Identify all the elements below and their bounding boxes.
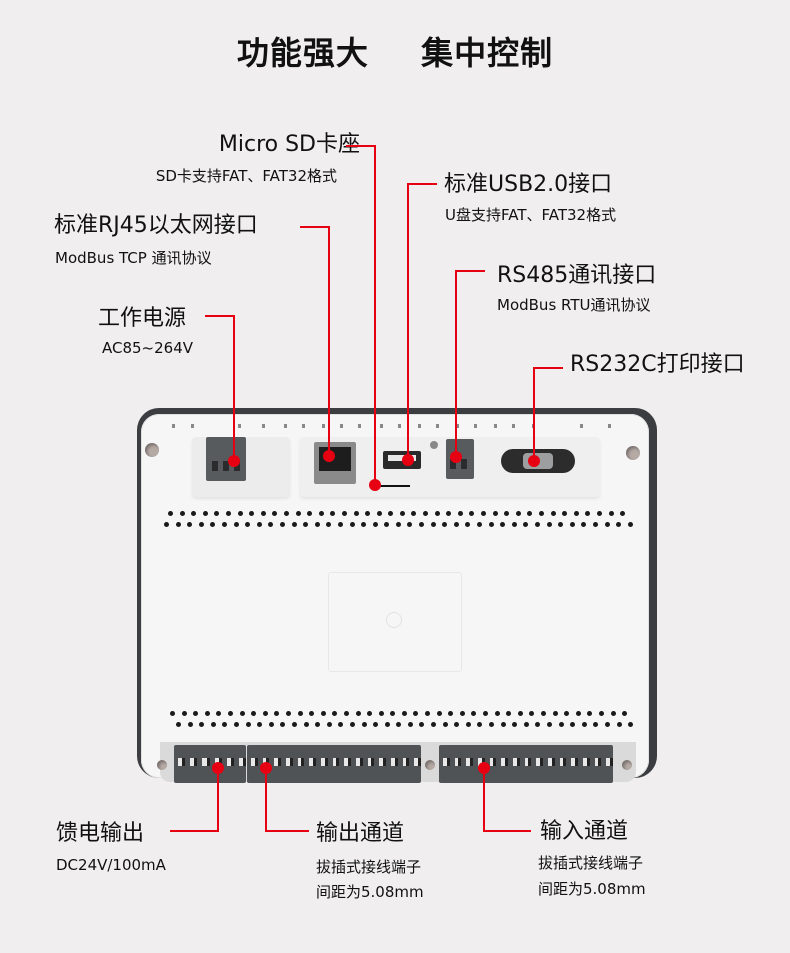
usb-desc: U盘支持FAT、FAT32格式 bbox=[445, 206, 617, 224]
leader-feed-h bbox=[170, 830, 219, 832]
leader-input-h bbox=[483, 830, 531, 832]
micro-sd-slot[interactable] bbox=[372, 485, 410, 487]
rj45-port[interactable] bbox=[314, 442, 356, 484]
screw-icon bbox=[430, 441, 438, 449]
leader-rj45-h bbox=[300, 226, 330, 228]
input-channel-desc2: 间距为5.08mm bbox=[538, 880, 646, 898]
leader-rs485-h bbox=[455, 270, 485, 272]
leader-output-v bbox=[265, 768, 267, 832]
dot-rs485 bbox=[450, 451, 462, 463]
vent-row-3 bbox=[170, 711, 628, 716]
dot-rj45 bbox=[323, 450, 335, 462]
leader-rs485-v bbox=[455, 270, 457, 456]
rs232-title: RS232C打印接口 bbox=[570, 352, 745, 377]
input-channel-terminal bbox=[439, 745, 614, 783]
page-title: 功能强大 集中控制 bbox=[0, 28, 790, 74]
micro-sd-title: Micro SD卡座 bbox=[218, 132, 360, 157]
feed-output-terminal bbox=[174, 745, 247, 783]
power-terminal bbox=[206, 437, 246, 481]
leader-output-h bbox=[265, 830, 309, 832]
mount-hole-right bbox=[626, 446, 640, 460]
feed-output-title: 馈电输出 bbox=[56, 821, 145, 846]
rj45-title: 标准RJ45以太网接口 bbox=[54, 213, 258, 238]
screw-left-icon bbox=[157, 760, 167, 770]
output-channel-terminal bbox=[247, 745, 422, 783]
rs485-title: RS485通讯接口 bbox=[497, 263, 657, 288]
dot-rs232 bbox=[528, 455, 540, 467]
input-channel-title: 输入通道 bbox=[540, 819, 629, 844]
leader-rs232-h bbox=[533, 367, 563, 369]
leader-rj45-v bbox=[328, 226, 330, 456]
logo-emboss-icon bbox=[386, 612, 402, 628]
usb-title: 标准USB2.0接口 bbox=[444, 172, 613, 197]
title-right: 集中控制 bbox=[421, 34, 554, 72]
power-desc: AC85~264V bbox=[102, 339, 194, 357]
leader-usb-h bbox=[407, 183, 437, 185]
leader-rs232-v bbox=[533, 367, 535, 460]
screw-right-icon bbox=[622, 760, 632, 770]
leader-power-v bbox=[233, 315, 235, 461]
output-channel-desc2: 间距为5.08mm bbox=[316, 883, 424, 901]
power-title: 工作电源 bbox=[98, 306, 187, 331]
vent-row-1 bbox=[168, 511, 626, 516]
dot-micro-sd bbox=[369, 479, 381, 491]
rj45-desc: ModBus TCP 通讯协议 bbox=[55, 249, 212, 267]
vent-row-2 bbox=[164, 522, 633, 527]
leader-feed-v bbox=[217, 768, 219, 832]
rs485-desc: ModBus RTU通讯协议 bbox=[497, 296, 651, 314]
input-channel-desc1: 拔插式接线端子 bbox=[538, 854, 644, 872]
leader-micro-sd-v bbox=[374, 145, 376, 485]
dot-power bbox=[228, 455, 240, 467]
vent-row-4 bbox=[176, 722, 634, 727]
mount-hole-left bbox=[145, 443, 159, 457]
screw-mid-icon bbox=[425, 760, 435, 770]
leader-usb-v bbox=[407, 183, 409, 460]
micro-sd-desc: SD卡支持FAT、FAT32格式 bbox=[155, 167, 337, 185]
leader-input-v bbox=[483, 768, 485, 832]
feed-output-desc: DC24V/100mA bbox=[56, 856, 166, 874]
output-channel-title: 输出通道 bbox=[316, 821, 405, 846]
leader-power-h bbox=[205, 315, 235, 317]
dot-usb bbox=[402, 454, 414, 466]
label-area bbox=[328, 572, 462, 672]
title-left: 功能强大 bbox=[236, 34, 369, 72]
leader-micro-sd-h bbox=[346, 145, 376, 147]
output-channel-desc1: 拔插式接线端子 bbox=[316, 858, 422, 876]
